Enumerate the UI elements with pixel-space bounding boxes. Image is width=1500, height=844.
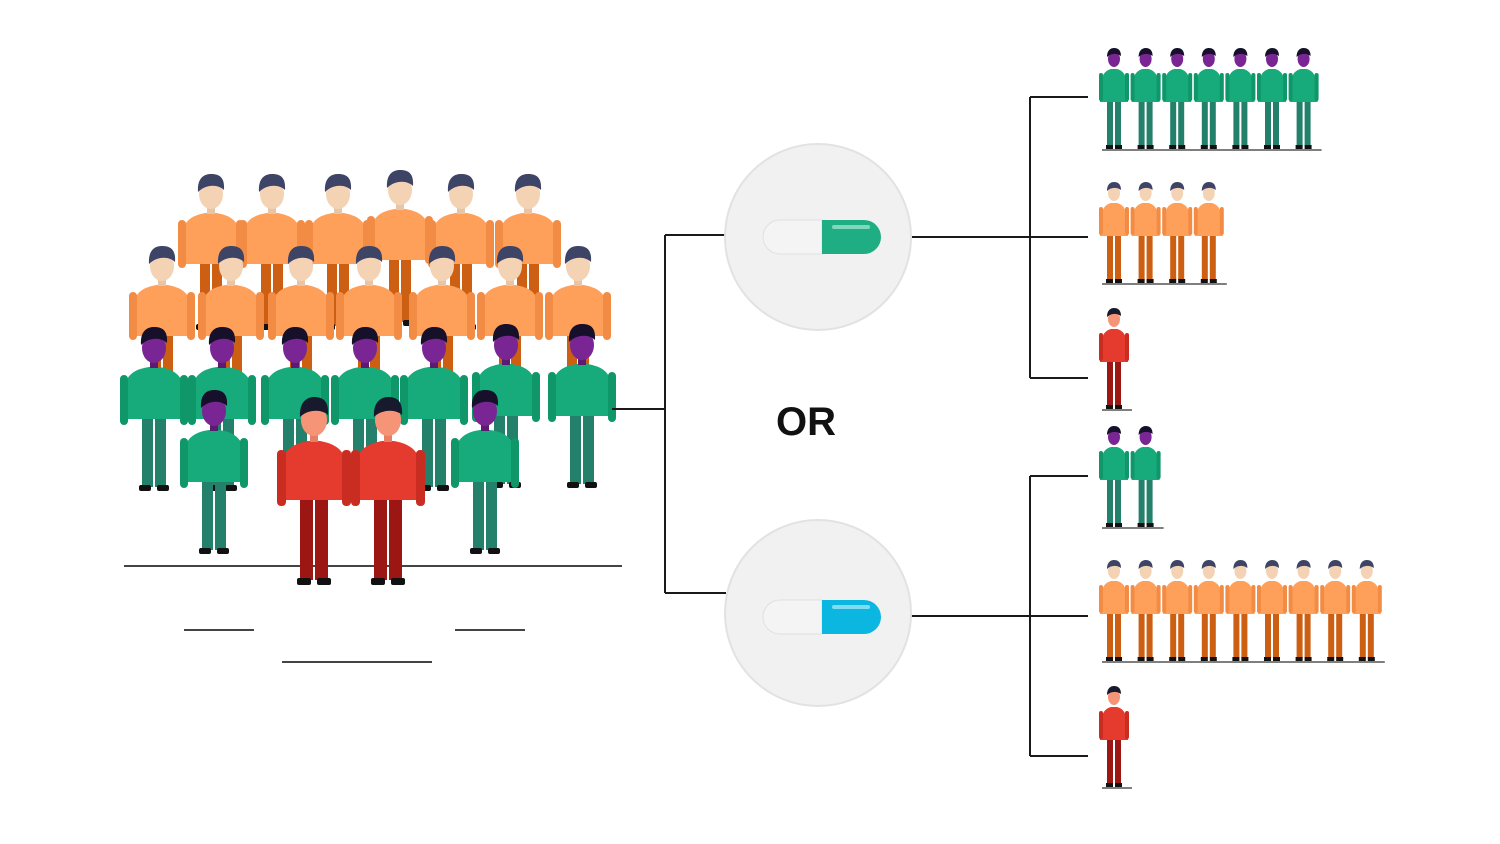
outcome-person-orange xyxy=(1162,182,1193,283)
outcome-row-green xyxy=(1099,426,1164,529)
outcome-person-orange xyxy=(1288,560,1319,661)
outcome-person-orange xyxy=(1099,182,1129,283)
blue-pill-outcome xyxy=(1099,426,1385,789)
outcome-person-green xyxy=(1099,48,1129,149)
outcome-person-green xyxy=(1288,48,1319,149)
blue-pill-capsule xyxy=(762,599,881,635)
outcome-person-orange xyxy=(1193,182,1224,283)
outcome-person-green xyxy=(1099,426,1129,527)
outcome-person-orange xyxy=(1130,560,1161,661)
outcome-person-green xyxy=(1162,48,1193,149)
outcome-person-green xyxy=(1130,48,1161,149)
outcome-person-orange xyxy=(1162,560,1193,661)
crowd-split-connector xyxy=(612,234,726,594)
green-pill-capsule xyxy=(762,219,881,255)
outcome-person-red xyxy=(1099,308,1129,409)
outcome-row-orange xyxy=(1099,560,1385,663)
outcome-row-green xyxy=(1099,48,1322,151)
outcome-person-orange xyxy=(1225,560,1256,661)
blue-pill-outcome-connector xyxy=(910,475,1088,757)
outcome-person-orange xyxy=(1130,182,1161,283)
outcome-person-orange xyxy=(1193,560,1224,661)
outcome-person-red xyxy=(1099,686,1129,787)
outcome-person-green xyxy=(1193,48,1224,149)
crowd-person-green xyxy=(120,327,188,491)
crowd-population xyxy=(120,170,622,663)
blue-pill-option xyxy=(724,519,912,707)
outcome-person-orange xyxy=(1099,560,1129,661)
outcome-person-green xyxy=(1225,48,1256,149)
outcome-person-green xyxy=(1130,426,1161,527)
outcome-row-orange xyxy=(1099,182,1227,285)
green-pill-option xyxy=(724,143,912,331)
connector-lines xyxy=(612,96,1088,757)
outcome-person-orange xyxy=(1320,560,1351,661)
outcome-row-red xyxy=(1099,308,1132,411)
outcome-person-green xyxy=(1257,48,1287,149)
outcome-row-red xyxy=(1099,686,1132,789)
outcome-person-orange xyxy=(1351,560,1382,661)
green-pill-outcome-connector xyxy=(910,96,1088,379)
outcome-groups xyxy=(1099,48,1385,789)
or-label: OR xyxy=(776,400,836,444)
green-pill-outcome xyxy=(1099,48,1322,411)
crowd-person-green xyxy=(548,324,616,488)
outcome-person-orange xyxy=(1257,560,1287,661)
